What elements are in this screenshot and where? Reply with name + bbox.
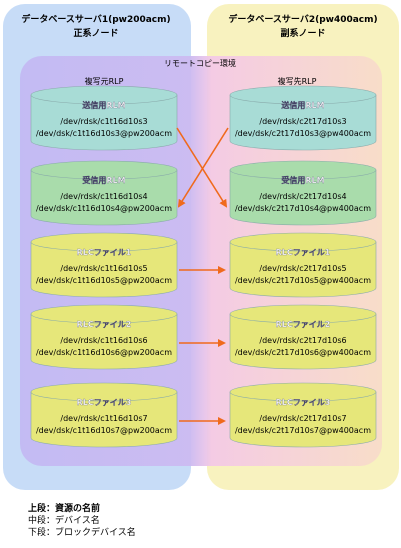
primary-server-title: データベースサーバ1(pw200acm) — [21, 13, 170, 25]
legend-resource-name: 上段：資源の名前 — [28, 504, 101, 514]
cylinder-body — [30, 313, 178, 370]
volume-device: /dev/rdsk/c2t17d10s5 — [259, 264, 346, 273]
cylinder-body — [30, 241, 178, 298]
cylinder-top — [30, 304, 178, 324]
volume-name: RLCファイル3 — [276, 398, 331, 407]
legend-block-device-name: 下段：ブロックデバイス名 — [28, 528, 136, 538]
volume-cylinder: RLCファイル1/dev/rdsk/c1t16d10s5/dev/dsk/c1t… — [30, 232, 178, 298]
volume-device: /dev/rdsk/c1t16d10s3 — [60, 117, 147, 126]
volume-name: 送信用RLM — [81, 100, 125, 110]
volume-name: RLCファイル2 — [77, 320, 132, 329]
secondary-server-role: 副系ノード — [280, 27, 325, 39]
cylinder-top — [30, 232, 178, 252]
volume-block-device: /dev/dsk/c2t17d10s5@pw400acm — [235, 276, 371, 285]
volume-name: RLCファイル3 — [77, 398, 132, 407]
volume-block-device: /dev/dsk/c2t17d10s7@pw400acm — [235, 426, 371, 435]
volume-block-device: /dev/dsk/c1t16d10s5@pw200acm — [36, 276, 172, 285]
volume-device: /dev/rdsk/c1t16d10s7 — [60, 414, 147, 423]
volume-device: /dev/rdsk/c2t17d10s4 — [259, 192, 346, 201]
volume-name: RLCファイル1 — [276, 248, 331, 257]
cylinder-body — [30, 391, 178, 448]
volume-name: 送信用RLM — [280, 100, 324, 110]
volume-cylinder: 送信用RLM/dev/rdsk/c2t17d10s3/dev/dsk/c2t17… — [229, 85, 377, 151]
volume-cylinder: RLCファイル1/dev/rdsk/c2t17d10s5/dev/dsk/c2t… — [229, 232, 377, 298]
volume-cylinder: RLCファイル2/dev/rdsk/c1t16d10s6/dev/dsk/c1t… — [30, 304, 178, 370]
legend-device-name: 中段：デバイス名 — [28, 516, 100, 526]
send-rlm-to-recv-rlm-arrow — [176, 127, 228, 208]
cylinder-body — [30, 169, 178, 226]
volume-cylinder: 送信用RLM/dev/rdsk/c1t16d10s3/dev/dsk/c1t16… — [30, 85, 178, 151]
secondary-server-title: データベースサーバ2(pw400acm) — [228, 13, 377, 25]
volume-name: RLCファイル2 — [276, 320, 331, 329]
volume-device: /dev/rdsk/c1t16d10s5 — [60, 264, 147, 273]
recv-rlm-from-send-rlm-arrow — [177, 127, 229, 208]
volume-name: 受信用RLM — [281, 175, 324, 185]
volume-device: /dev/rdsk/c2t17d10s3 — [259, 117, 346, 126]
volume-cylinder: RLCファイル3/dev/rdsk/c2t17d10s7/dev/dsk/c2t… — [229, 382, 377, 448]
cylinder-top — [229, 85, 377, 105]
volume-block-device: /dev/dsk/c1t16d10s3@pw200acm — [36, 129, 172, 138]
cylinder-body — [229, 169, 377, 226]
cylinder-body — [30, 94, 178, 151]
volume-cylinder: 受信用RLM/dev/rdsk/c2t17d10s4/dev/dsk/c2t17… — [229, 160, 377, 226]
volume-block-device: /dev/dsk/c1t16d10s6@pw200acm — [36, 348, 172, 357]
volume-cylinder: RLCファイル2/dev/rdsk/c2t17d10s6/dev/dsk/c2t… — [229, 304, 377, 370]
volume-device: /dev/rdsk/c2t17d10s6 — [259, 336, 346, 345]
volume-device: /dev/rdsk/c1t16d10s6 — [60, 336, 147, 345]
volume-block-device: /dev/dsk/c2t17d10s4@pw400acm — [235, 204, 371, 213]
cylinder-top — [30, 160, 178, 180]
cylinder-top — [229, 232, 377, 252]
cylinder-body — [229, 391, 377, 448]
volume-block-device: /dev/dsk/c1t16d10s4@pw200acm — [36, 204, 172, 213]
cylinder-top — [229, 382, 377, 402]
volume-device: /dev/rdsk/c1t16d10s4 — [60, 192, 147, 201]
cylinder-body — [229, 241, 377, 298]
legend: 上段：資源の名前 中段：デバイス名 下段：ブロックデバイス名 — [28, 503, 136, 539]
target-rlp-label: 複写先RLP — [278, 76, 317, 86]
primary-server-role: 正系ノード — [73, 27, 118, 39]
remote-copy-title: リモートコピー環境 — [164, 58, 236, 68]
volume-block-device: /dev/dsk/c2t17d10s3@pw400acm — [235, 129, 371, 138]
cylinder-body — [229, 94, 377, 151]
volume-device: /dev/rdsk/c2t17d10s7 — [259, 414, 346, 423]
volume-cylinder: 受信用RLM/dev/rdsk/c1t16d10s4/dev/dsk/c1t16… — [30, 160, 178, 226]
volume-block-device: /dev/dsk/c1t16d10s7@pw200acm — [36, 426, 172, 435]
volume-name: RLCファイル1 — [77, 248, 132, 257]
cylinder-top — [30, 85, 178, 105]
volume-cylinder: RLCファイル3/dev/rdsk/c1t16d10s7/dev/dsk/c1t… — [30, 382, 178, 448]
volume-name: 受信用RLM — [82, 175, 125, 185]
cylinder-body — [229, 313, 377, 370]
cylinder-top — [229, 160, 377, 180]
source-rlp-label: 複写元RLP — [85, 76, 124, 86]
cylinder-top — [229, 304, 377, 324]
volume-block-device: /dev/dsk/c2t17d10s6@pw400acm — [235, 348, 371, 357]
cylinder-top — [30, 382, 178, 402]
